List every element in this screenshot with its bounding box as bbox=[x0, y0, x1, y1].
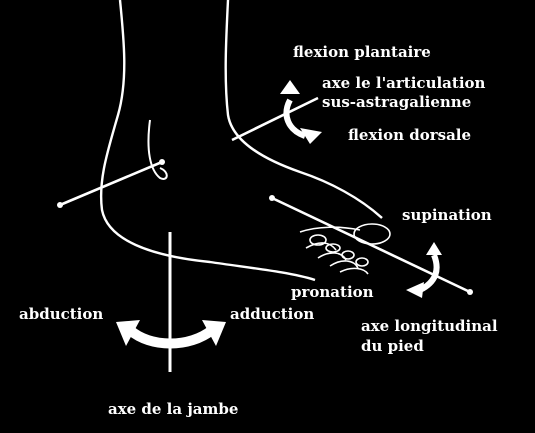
leg-outline-back bbox=[99, 0, 316, 282]
axis-subtalar-rod bbox=[231, 96, 319, 142]
flexion-arrow-head-up bbox=[280, 80, 300, 94]
flexion-arrow-head-down bbox=[300, 128, 322, 144]
pronation-arrow-head bbox=[406, 282, 424, 298]
label-axe-jambe: axe de la jambe bbox=[108, 400, 239, 418]
abduction-arrow-head bbox=[116, 320, 140, 346]
ankle-bone-contour bbox=[147, 119, 168, 180]
flexion-rotation-arrow bbox=[283, 98, 307, 139]
label-axe-longitudinal-1: axe longitudinal bbox=[361, 317, 498, 335]
label-axe-longitudinal-2: du pied bbox=[361, 337, 424, 355]
adduction-arrow-head bbox=[202, 320, 226, 346]
label-flexion-plantaire: flexion plantaire bbox=[293, 43, 431, 61]
supination-rotation-arrow bbox=[418, 253, 440, 293]
label-pronation: pronation bbox=[291, 283, 374, 301]
label-axe-articulation-2: sus-astragalienne bbox=[322, 93, 472, 111]
leg-outline-front bbox=[224, 0, 383, 219]
abduction-adduction-arrow bbox=[126, 325, 216, 349]
label-adduction: adduction bbox=[230, 305, 315, 323]
label-abduction: abduction bbox=[19, 305, 104, 323]
supination-arrow-head bbox=[426, 242, 442, 255]
label-supination: supination bbox=[402, 206, 492, 224]
label-flexion-dorsale: flexion dorsale bbox=[348, 126, 472, 144]
axis-ankle-rod bbox=[59, 160, 163, 207]
label-axe-articulation-1: axe le l'articulation bbox=[322, 74, 486, 92]
toes bbox=[299, 223, 391, 275]
